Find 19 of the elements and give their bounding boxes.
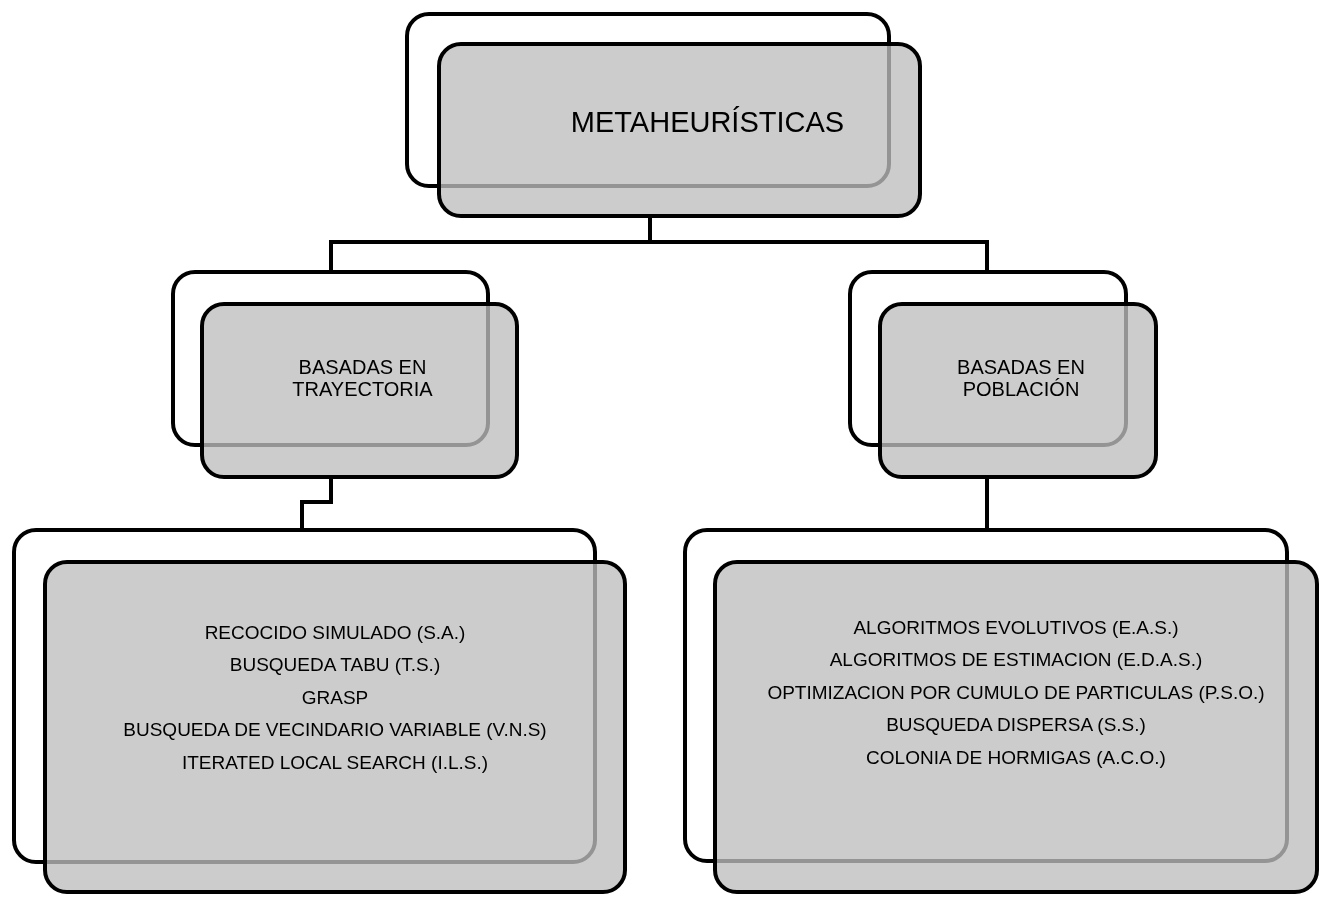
connector-line xyxy=(300,479,333,528)
node-label: BUSQUEDA DISPERSA (S.S.) xyxy=(886,715,1146,736)
node-label: BUSQUEDA TABU (T.S.) xyxy=(229,655,441,676)
node-label: COLONIA DE HORMIGAS (A.C.O.) xyxy=(866,747,1166,769)
node-label: BASADAS EN POBLACIÓN xyxy=(956,356,1086,401)
node-label: ALGORITMOS EVOLUTIVOS (E.A.S.) xyxy=(853,617,1179,639)
node-label: METAHEURÍSTICAS xyxy=(570,107,845,139)
node-label: ALGORITMOS DE ESTIMACION (E.D.A.S.) xyxy=(829,650,1203,671)
node-label: BUSQUEDA DE VECINDARIO VARIABLE (V.N.S) xyxy=(123,720,547,741)
stacked-box xyxy=(848,270,1158,479)
node-label: OPTIMIZACION POR CUMULO DE PARTICULAS (P.S.O.) xyxy=(767,682,1265,704)
stacked-box xyxy=(405,12,922,218)
node-label: GRASP xyxy=(301,687,369,709)
connector-line xyxy=(648,218,989,270)
node-label: BASADAS EN TRAYECTORIA xyxy=(291,356,434,401)
node-label: ITERATED LOCAL SEARCH (I.L.S.) xyxy=(181,752,489,774)
node-label: RECOCIDO SIMULADO (S.A.) xyxy=(204,622,466,644)
stacked-box xyxy=(171,270,520,479)
connector-line xyxy=(985,479,989,528)
